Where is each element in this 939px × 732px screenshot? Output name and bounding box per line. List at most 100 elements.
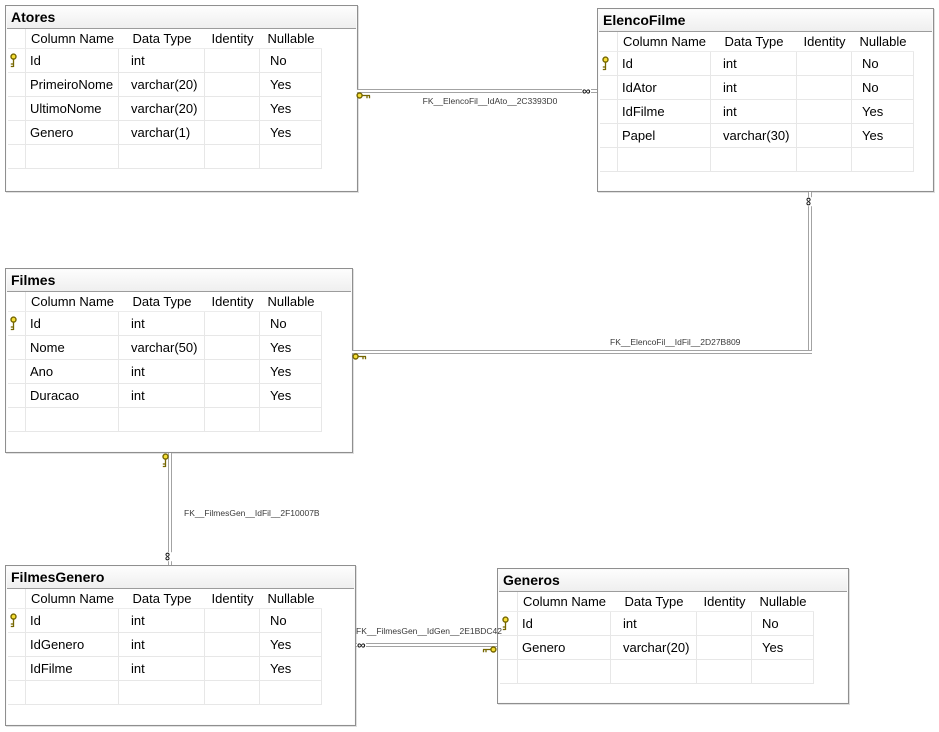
cell-column-name[interactable]: Duracao <box>26 384 119 408</box>
cell-nullable[interactable]: Yes <box>260 336 322 360</box>
cell-nullable[interactable] <box>260 408 322 432</box>
cell-data-type[interactable]: varchar(20) <box>119 73 205 97</box>
cell-nullable[interactable]: No <box>260 312 322 336</box>
cell-column-name[interactable]: Id <box>518 612 611 636</box>
cell-column-name[interactable]: Papel <box>618 124 711 148</box>
cell-identity[interactable] <box>205 657 260 681</box>
cell-nullable[interactable]: Yes <box>260 384 322 408</box>
cell-nullable[interactable]: No <box>752 612 814 636</box>
cell-nullable[interactable]: Yes <box>260 633 322 657</box>
cell-identity[interactable] <box>205 384 260 408</box>
cell-column-name[interactable] <box>26 145 119 169</box>
cell-identity[interactable] <box>205 609 260 633</box>
cell-data-type[interactable] <box>119 681 205 705</box>
row-selector[interactable] <box>8 312 26 336</box>
cell-column-name[interactable] <box>26 408 119 432</box>
row-selector[interactable] <box>600 76 618 100</box>
cell-column-name[interactable]: IdFilme <box>26 657 119 681</box>
cell-identity[interactable] <box>797 148 852 172</box>
cell-data-type[interactable] <box>119 408 205 432</box>
cell-column-name[interactable]: UltimoNome <box>26 97 119 121</box>
cell-data-type[interactable]: int <box>711 52 797 76</box>
cell-data-type[interactable]: int <box>119 657 205 681</box>
row-selector[interactable] <box>600 148 618 172</box>
cell-identity[interactable] <box>205 49 260 73</box>
table-title[interactable]: Atores <box>7 7 356 29</box>
cell-identity[interactable] <box>797 124 852 148</box>
cell-identity[interactable] <box>797 76 852 100</box>
row-selector[interactable] <box>500 612 518 636</box>
row-selector[interactable] <box>8 97 26 121</box>
cell-column-name[interactable] <box>518 660 611 684</box>
row-selector[interactable] <box>8 360 26 384</box>
cell-data-type[interactable]: varchar(20) <box>611 636 697 660</box>
row-selector[interactable] <box>8 336 26 360</box>
table-title[interactable]: Filmes <box>7 270 351 292</box>
cell-identity[interactable] <box>205 312 260 336</box>
row-selector[interactable] <box>8 408 26 432</box>
cell-nullable[interactable]: Yes <box>260 73 322 97</box>
cell-column-name[interactable]: Ano <box>26 360 119 384</box>
row-selector[interactable] <box>500 660 518 684</box>
table-title[interactable]: Generos <box>499 570 847 592</box>
cell-data-type[interactable]: int <box>119 360 205 384</box>
cell-nullable[interactable]: No <box>260 609 322 633</box>
relation-line-elencofilme-idfilme-vertical[interactable] <box>808 192 812 350</box>
table-title[interactable]: FilmesGenero <box>7 567 354 589</box>
cell-column-name[interactable]: IdAtor <box>618 76 711 100</box>
cell-column-name[interactable]: Genero <box>518 636 611 660</box>
relation-line-filmesgenero-idgenero[interactable] <box>356 643 497 647</box>
cell-data-type[interactable]: int <box>119 384 205 408</box>
cell-data-type[interactable]: varchar(50) <box>119 336 205 360</box>
cell-nullable[interactable]: Yes <box>260 360 322 384</box>
cell-data-type[interactable]: int <box>611 612 697 636</box>
cell-identity[interactable] <box>205 633 260 657</box>
cell-column-name[interactable] <box>618 148 711 172</box>
cell-nullable[interactable]: No <box>852 52 914 76</box>
cell-identity[interactable] <box>797 52 852 76</box>
row-selector[interactable] <box>8 121 26 145</box>
cell-data-type[interactable]: varchar(20) <box>119 97 205 121</box>
cell-nullable[interactable] <box>260 145 322 169</box>
cell-nullable[interactable]: Yes <box>752 636 814 660</box>
cell-nullable[interactable]: Yes <box>852 124 914 148</box>
cell-identity[interactable] <box>205 360 260 384</box>
relation-line-filmesgenero-idfilme[interactable] <box>168 453 172 565</box>
row-selector[interactable] <box>8 73 26 97</box>
row-selector[interactable] <box>600 100 618 124</box>
cell-nullable[interactable]: Yes <box>260 121 322 145</box>
row-selector[interactable] <box>8 49 26 73</box>
cell-identity[interactable] <box>205 681 260 705</box>
cell-identity[interactable] <box>205 408 260 432</box>
row-selector[interactable] <box>8 657 26 681</box>
cell-nullable[interactable]: Yes <box>852 100 914 124</box>
cell-data-type[interactable]: varchar(30) <box>711 124 797 148</box>
cell-identity[interactable] <box>205 336 260 360</box>
row-selector[interactable] <box>600 52 618 76</box>
cell-data-type[interactable]: varchar(1) <box>119 121 205 145</box>
cell-data-type[interactable]: int <box>711 76 797 100</box>
table-title[interactable]: ElencoFilme <box>599 10 932 32</box>
cell-nullable[interactable]: Yes <box>260 657 322 681</box>
cell-nullable[interactable] <box>852 148 914 172</box>
cell-identity[interactable] <box>697 612 752 636</box>
row-selector[interactable] <box>500 636 518 660</box>
cell-column-name[interactable]: IdFilme <box>618 100 711 124</box>
cell-identity[interactable] <box>697 636 752 660</box>
cell-column-name[interactable]: Nome <box>26 336 119 360</box>
cell-data-type[interactable]: int <box>119 312 205 336</box>
cell-identity[interactable] <box>697 660 752 684</box>
cell-data-type[interactable] <box>611 660 697 684</box>
cell-data-type[interactable]: int <box>119 49 205 73</box>
cell-nullable[interactable]: No <box>260 49 322 73</box>
cell-data-type[interactable]: int <box>711 100 797 124</box>
cell-column-name[interactable]: Id <box>26 609 119 633</box>
row-selector[interactable] <box>8 384 26 408</box>
row-selector[interactable] <box>600 124 618 148</box>
row-selector[interactable] <box>8 145 26 169</box>
